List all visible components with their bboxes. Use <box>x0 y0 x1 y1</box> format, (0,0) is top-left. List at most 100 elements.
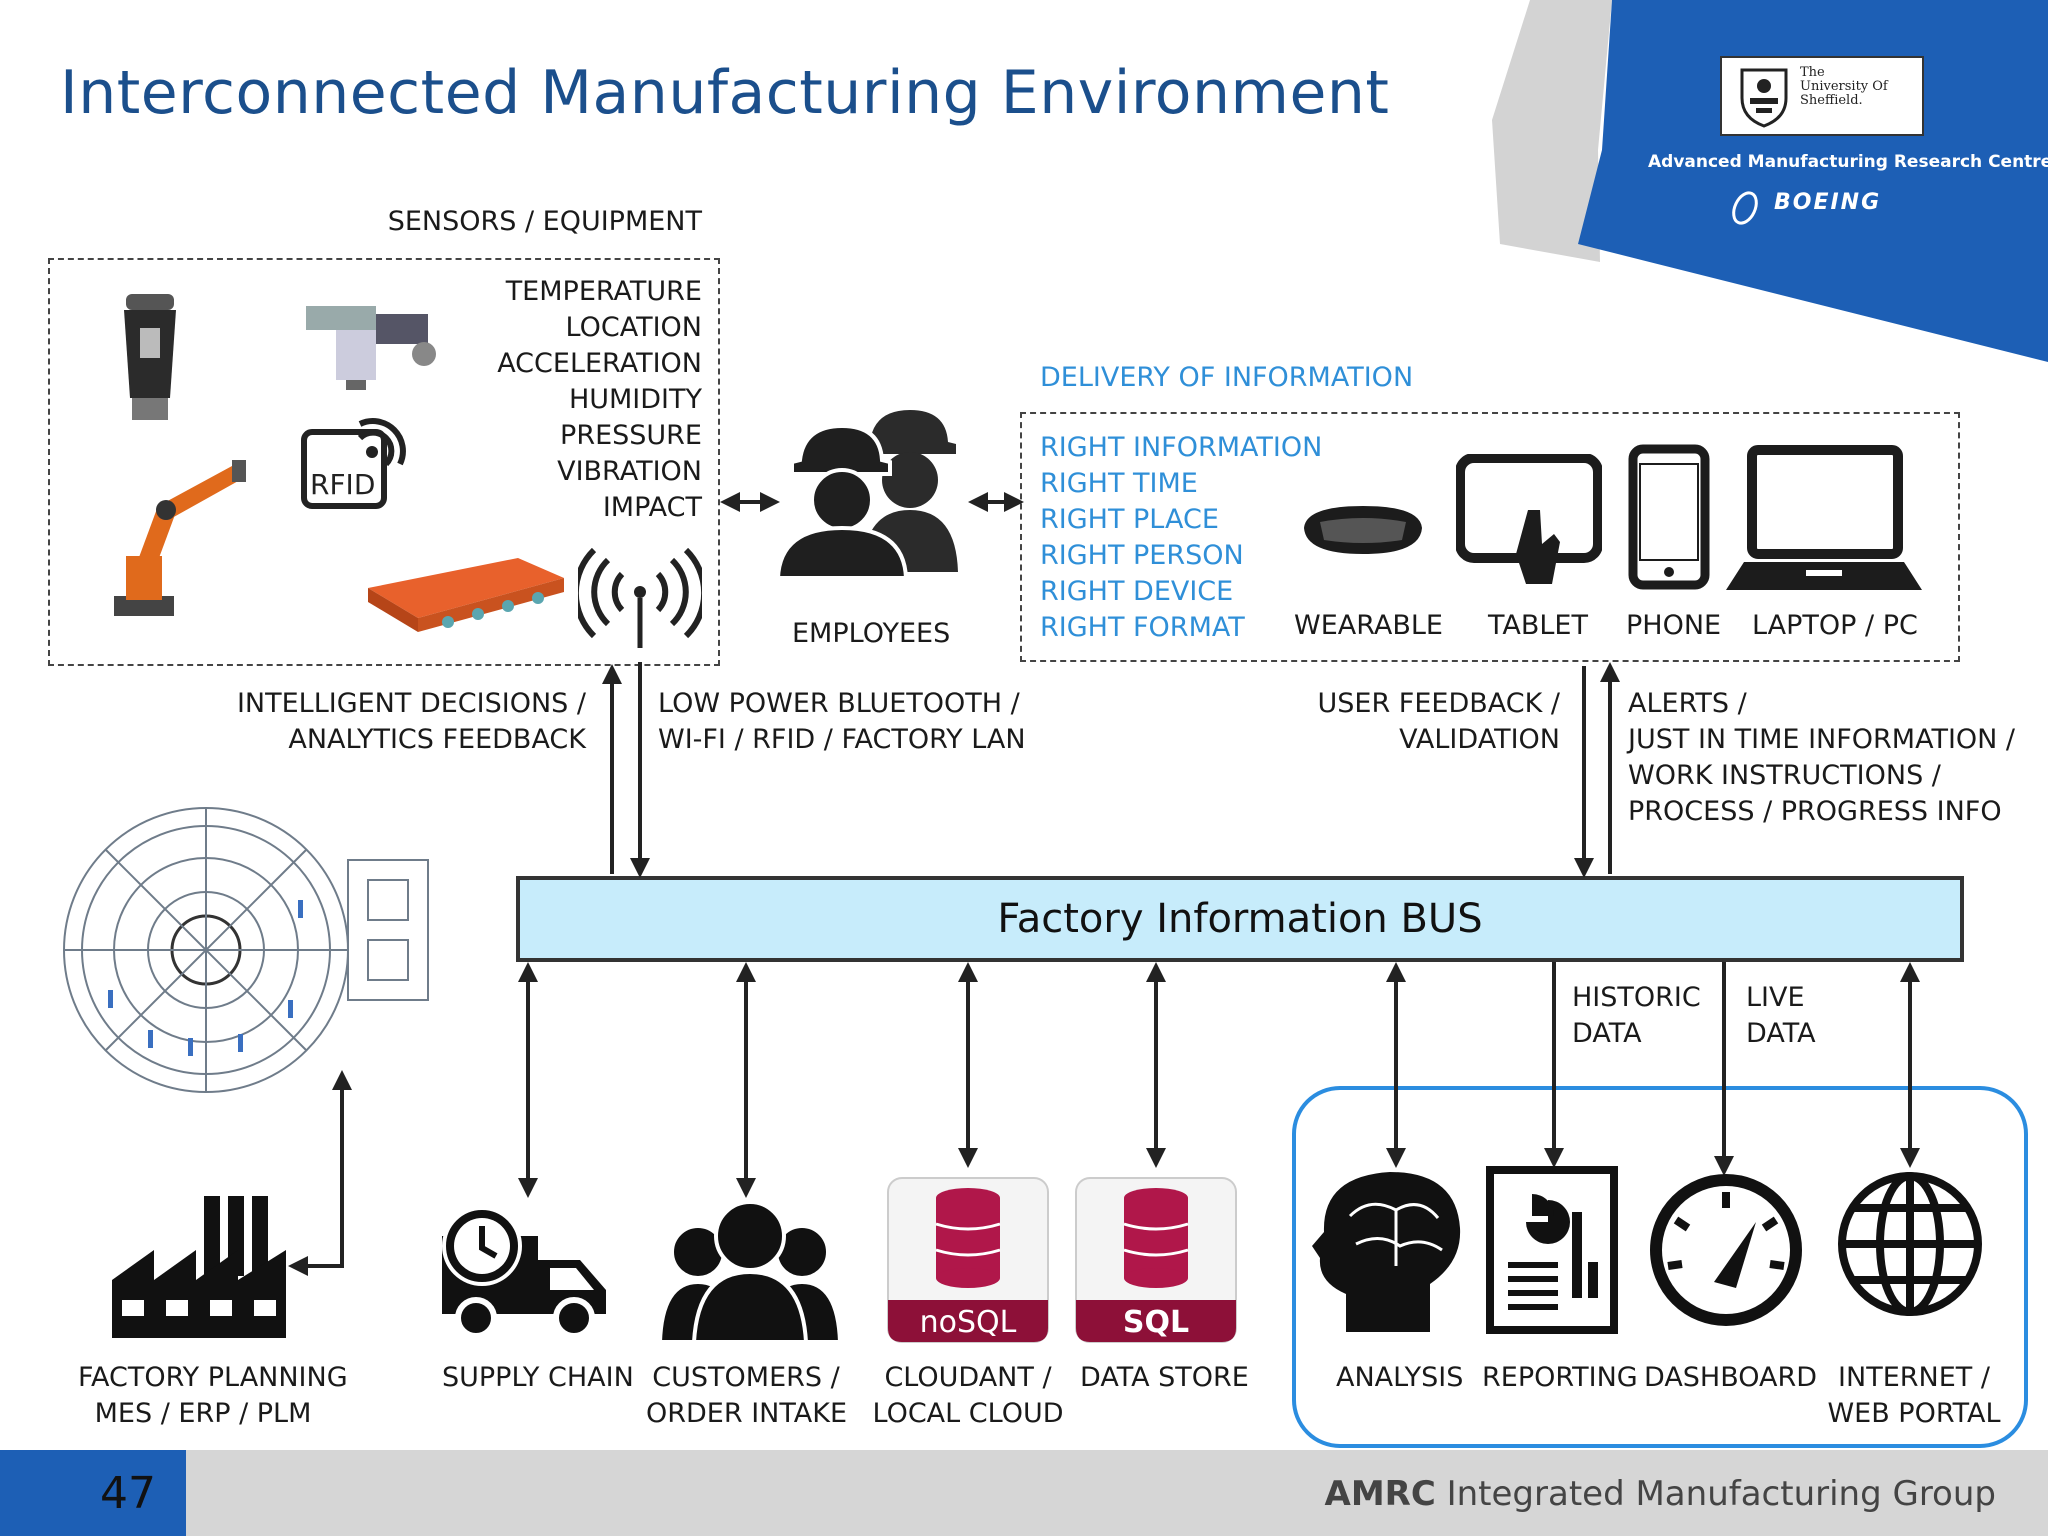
customers-line: ORDER INTAKE <box>646 1398 847 1429</box>
sensor-item: VIBRATION <box>557 456 702 487</box>
analytics-group-box <box>1292 1086 2028 1448</box>
wireless-signal-icon <box>578 548 702 648</box>
centre-name: Advanced Manufacturing Research Centre <box>1648 152 2048 172</box>
alerts-line: WORK INSTRUCTIONS / <box>1628 760 1941 791</box>
cloud-label: CLOUDANT / LOCAL CLOUD <box>868 1360 1068 1432</box>
rfid-icon: RFID <box>301 418 406 509</box>
feedback-line: USER FEEDBACK / <box>1317 688 1561 719</box>
rights-list: RIGHT INFORMATION RIGHT TIME RIGHT PLACE… <box>1040 430 1322 646</box>
analysis-label: ANALYSIS <box>1336 1362 1464 1393</box>
feedback-line: VALIDATION <box>1399 724 1560 755</box>
device-label-wearable: WEARABLE <box>1294 610 1443 641</box>
sql-badge: SQL <box>1123 1305 1189 1340</box>
right-item: RIGHT FORMAT <box>1040 612 1245 643</box>
cloud-line: CLOUDANT / <box>884 1362 1052 1393</box>
alerts-line: ALERTS / <box>1628 688 1747 719</box>
dashboard-gauge-icon <box>1650 1174 1802 1326</box>
sensor-item: HUMIDITY <box>568 384 702 415</box>
delivery-box <box>1020 412 1960 662</box>
comms-label: LOW POWER BLUETOOTH / WI-FI / RFID / FAC… <box>658 686 1026 758</box>
factory-information-bus: Factory Information BUS <box>516 876 1964 962</box>
agv-platform-icon <box>368 558 564 632</box>
nosql-badge: noSQL <box>920 1305 1017 1340</box>
sensors-heading: SENSORS / EQUIPMENT <box>387 206 702 237</box>
machine-spindle-icon <box>306 306 436 390</box>
factory-line: MES / ERP / PLM <box>94 1398 312 1429</box>
decisions-label: INTELLIGENT DECISIONS / ANALYTICS FEEDBA… <box>220 686 586 758</box>
reporting-document-icon <box>1486 1166 1618 1334</box>
internet-line: WEB PORTAL <box>1827 1398 2001 1429</box>
comms-line: WI-FI / RFID / FACTORY LAN <box>658 724 1026 755</box>
boeing-logo-icon <box>1732 191 1758 225</box>
industrial-robot-icon <box>114 460 246 616</box>
phone-icon <box>1628 444 1710 590</box>
sensor-list: TEMPERATURE LOCATION ACCELERATION HUMIDI… <box>420 274 702 526</box>
historic-data-label: HISTORIC DATA <box>1572 980 1701 1052</box>
reporting-label: REPORTING <box>1482 1362 1638 1393</box>
factory-floorplan-icon <box>63 807 429 1093</box>
supply-chain-label: SUPPLY CHAIN <box>442 1362 634 1393</box>
historic-line: DATA <box>1572 1018 1642 1049</box>
alerts-line: JUST IN TIME INFORMATION / <box>1628 724 2016 755</box>
customers-label: CUSTOMERS / ORDER INTAKE <box>646 1360 847 1432</box>
footer-amrc: AMRC <box>1324 1474 1436 1514</box>
decisions-line: ANALYTICS FEEDBACK <box>288 724 586 755</box>
internet-globe-icon <box>1838 1172 1982 1316</box>
right-item: RIGHT DEVICE <box>1040 576 1234 607</box>
alerts-line: PROCESS / PROGRESS INFO <box>1628 796 2002 827</box>
internet-line: INTERNET / <box>1838 1362 1990 1393</box>
analysis-brain-icon <box>1312 1172 1461 1332</box>
crest-icon <box>1740 68 1788 128</box>
sql-database-icon: SQL <box>1075 1177 1237 1343</box>
customers-group-icon <box>658 1200 842 1344</box>
historic-line: HISTORIC <box>1572 982 1701 1013</box>
live-data-label: LIVE DATA <box>1746 980 1816 1052</box>
rfid-label: RFID <box>310 468 375 501</box>
right-item: RIGHT TIME <box>1040 468 1198 499</box>
university-name: The University Of Sheffield. <box>1800 65 1888 108</box>
right-item: RIGHT PERSON <box>1040 540 1244 571</box>
alerts-label: ALERTS / JUST IN TIME INFORMATION / WORK… <box>1628 686 2015 830</box>
delivery-heading: DELIVERY OF INFORMATION <box>1040 362 1414 393</box>
sensor-item: IMPACT <box>602 492 702 523</box>
footer-group-name: AMRC Integrated Manufacturing Group <box>1325 1474 1996 1514</box>
cloud-line: LOCAL CLOUD <box>872 1398 1064 1429</box>
employees-icon <box>775 410 958 580</box>
dashboard-label: DASHBOARD <box>1644 1362 1818 1393</box>
footer-group: Integrated Manufacturing Group <box>1446 1474 1996 1514</box>
page-number-box <box>0 1450 186 1536</box>
page-number: 47 <box>100 1468 156 1519</box>
factory-planning-label: FACTORY PLANNING MES / ERP / PLM <box>78 1360 348 1432</box>
decisions-line: INTELLIGENT DECISIONS / <box>236 688 586 719</box>
tablet-icon <box>1456 454 1602 584</box>
data-store-label: DATA STORE <box>1080 1362 1249 1393</box>
live-line: DATA <box>1746 1018 1816 1049</box>
factory-icon <box>112 1196 286 1338</box>
sensor-item: ACCELERATION <box>497 348 702 379</box>
bus-label: Factory Information BUS <box>997 896 1483 942</box>
page-title: Interconnected Manufacturing Environment <box>60 58 1390 128</box>
sensor-item: PRESSURE <box>560 420 702 451</box>
device-label-phone: PHONE <box>1626 610 1722 641</box>
sensor-item: LOCATION <box>565 312 702 343</box>
footer-bar <box>0 1450 2048 1536</box>
wearable-headset-icon <box>1304 506 1422 554</box>
right-item: RIGHT INFORMATION <box>1040 432 1323 463</box>
internet-label: INTERNET / WEB PORTAL <box>1818 1360 2010 1432</box>
sensor-item: TEMPERATURE <box>505 276 702 307</box>
customers-line: CUSTOMERS / <box>652 1362 840 1393</box>
feedback-label: USER FEEDBACK / VALIDATION <box>1240 686 1561 758</box>
right-item: RIGHT PLACE <box>1040 504 1219 535</box>
laptop-icon <box>1726 445 1922 590</box>
nosql-database-icon: noSQL <box>887 1177 1049 1343</box>
factory-line: FACTORY PLANNING <box>78 1362 348 1393</box>
employees-label: EMPLOYEES <box>792 618 951 649</box>
delivery-truck-icon <box>442 1206 606 1338</box>
boeing-wordmark: BOEING <box>1774 190 1882 215</box>
device-label-laptop: LAPTOP / PC <box>1752 610 1918 641</box>
live-line: LIVE <box>1746 982 1805 1013</box>
device-label-tablet: TABLET <box>1488 610 1588 641</box>
laser-tracker-icon <box>124 294 176 420</box>
